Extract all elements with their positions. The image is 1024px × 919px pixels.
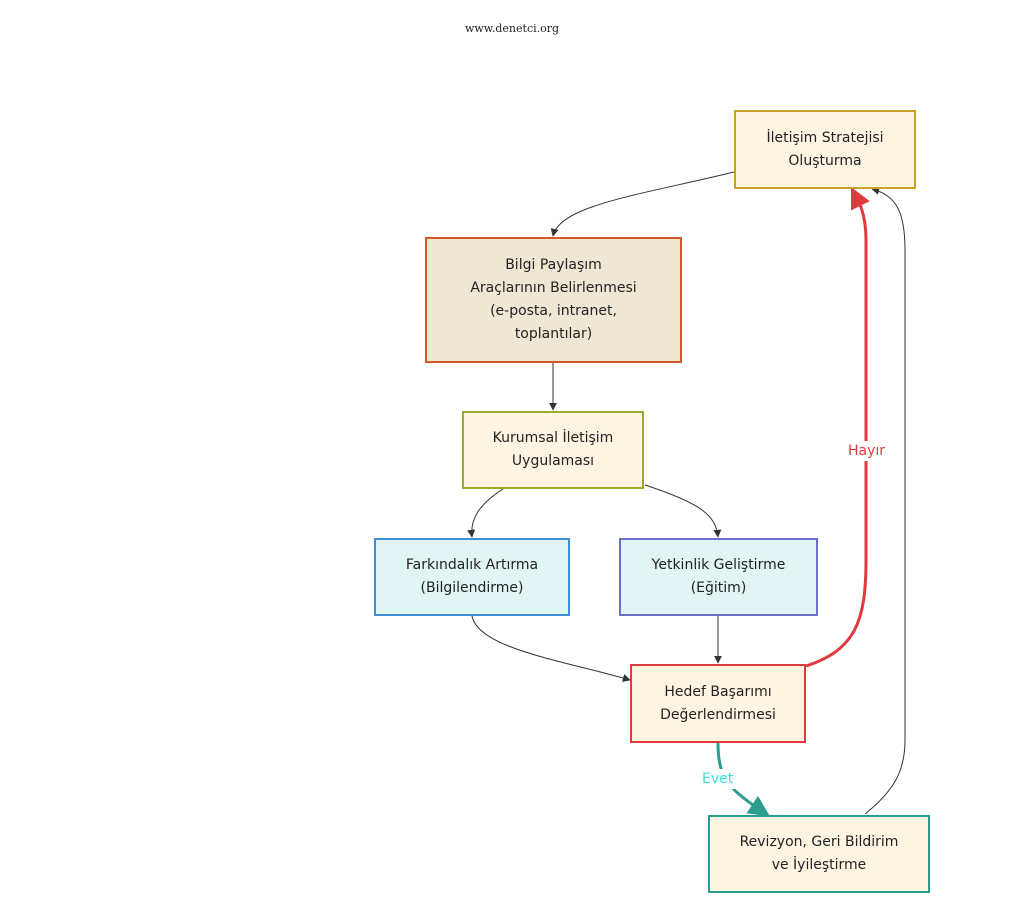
watermark-text: www.denetci.org [464, 22, 560, 35]
node-farkindalik: Farkındalık Artırma (Bilgilendirme) [374, 538, 570, 616]
node-yetkinlik-label: Yetkinlik Geliştirme (Eğitim) [651, 557, 786, 596]
edge-implementation-to-competence [644, 484, 722, 538]
node-iletisim-stratejisi: İletişim Stratejisi Oluşturma [734, 110, 916, 189]
node-revizyon: Revizyon, Geri Bildirim ve İyileştirme [708, 815, 930, 893]
node-yetkinlik: Yetkinlik Geliştirme (Eğitim) [619, 538, 818, 616]
edge-label-evet: Evet [700, 769, 736, 789]
node-bilgi-paylasim-label: Bilgi Paylaşım Araçlarının Belirlenmesi … [470, 257, 637, 342]
node-kurumsal-iletisim-label: Kurumsal İletişim Uygulaması [492, 430, 614, 469]
node-farkindalik-label: Farkındalık Artırma (Bilgilendirme) [405, 557, 539, 596]
edge-awareness-to-evaluation [471, 615, 631, 682]
edge-evaluation-to-strategy-no [805, 187, 870, 668]
node-hedef-basarimi-label: Hedef Başarımı Değerlendirmesi [660, 683, 776, 723]
edge-implementation-to-awareness [467, 488, 504, 538]
node-hedef-basarimi: Hedef Başarımı Değerlendirmesi [630, 664, 806, 743]
edge-revision-to-strategy [864, 186, 906, 815]
node-kurumsal-iletisim: Kurumsal İletişim Uygulaması [462, 411, 644, 489]
node-bilgi-paylasim: Bilgi Paylaşım Araçlarının Belirlenmesi … [425, 237, 682, 363]
node-revizyon-label: Revizyon, Geri Bildirim ve İyileştirme [739, 834, 899, 873]
edge-label-hayir: Hayır [846, 441, 888, 461]
edge-strategy-to-tools [550, 171, 735, 237]
node-iletisim-stratejisi-label: İletişim Stratejisi Oluşturma [766, 129, 884, 169]
